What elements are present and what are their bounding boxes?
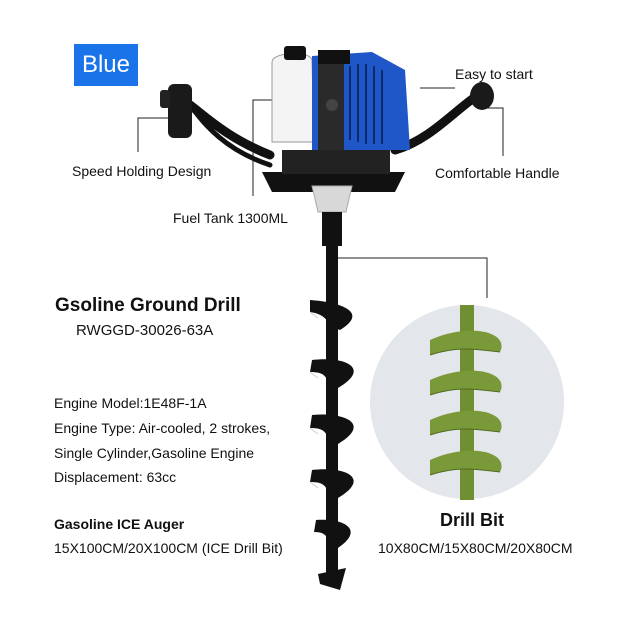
drill-bit-image bbox=[370, 305, 564, 500]
color-badge: Blue bbox=[74, 44, 138, 86]
drill-bit-sizes: 10X80CM/15X80CM/20X80CM bbox=[378, 540, 573, 556]
flight-highlights bbox=[309, 311, 319, 489]
spec-line: Displacement: 63cc bbox=[54, 469, 177, 485]
product-title: Gsoline Ground Drill bbox=[55, 295, 241, 316]
speed-holding-line bbox=[137, 117, 180, 152]
auger-title: Gasoline ICE Auger bbox=[54, 516, 185, 532]
handlebar bbox=[160, 82, 494, 168]
fuel-cap bbox=[284, 46, 306, 60]
drill-bit-line bbox=[333, 257, 488, 298]
fuel-tank-line bbox=[252, 99, 280, 196]
throttle-grip bbox=[168, 84, 192, 138]
easy-start-label: Easy to start bbox=[455, 66, 533, 82]
comfortable-handle-label: Comfortable Handle bbox=[435, 165, 560, 181]
spec-line: Single Cylinder,Gasoline Engine bbox=[54, 445, 255, 461]
base-frame bbox=[262, 172, 405, 192]
fuel-tank bbox=[271, 53, 315, 143]
right-grip bbox=[470, 82, 494, 110]
product-model: RWGGD-30026-63A bbox=[76, 322, 214, 339]
gearbox bbox=[311, 185, 353, 213]
auger-sizes: 15X100CM/20X100CM (ICE Drill Bit) bbox=[54, 540, 283, 556]
fuel-tank-label: Fuel Tank 1300ML bbox=[173, 210, 288, 226]
cooling-fins bbox=[349, 64, 383, 144]
spec-line: Engine Model:1E48F-1A bbox=[54, 395, 207, 411]
spec-line: Engine Type: Air-cooled, 2 strokes, bbox=[54, 420, 271, 436]
drill-bit-title: Drill Bit bbox=[440, 510, 505, 530]
auger-flights bbox=[310, 300, 354, 590]
speed-holding-label: Speed Holding Design bbox=[72, 163, 212, 179]
drive-shaft bbox=[322, 212, 342, 246]
handle-line bbox=[478, 107, 504, 156]
